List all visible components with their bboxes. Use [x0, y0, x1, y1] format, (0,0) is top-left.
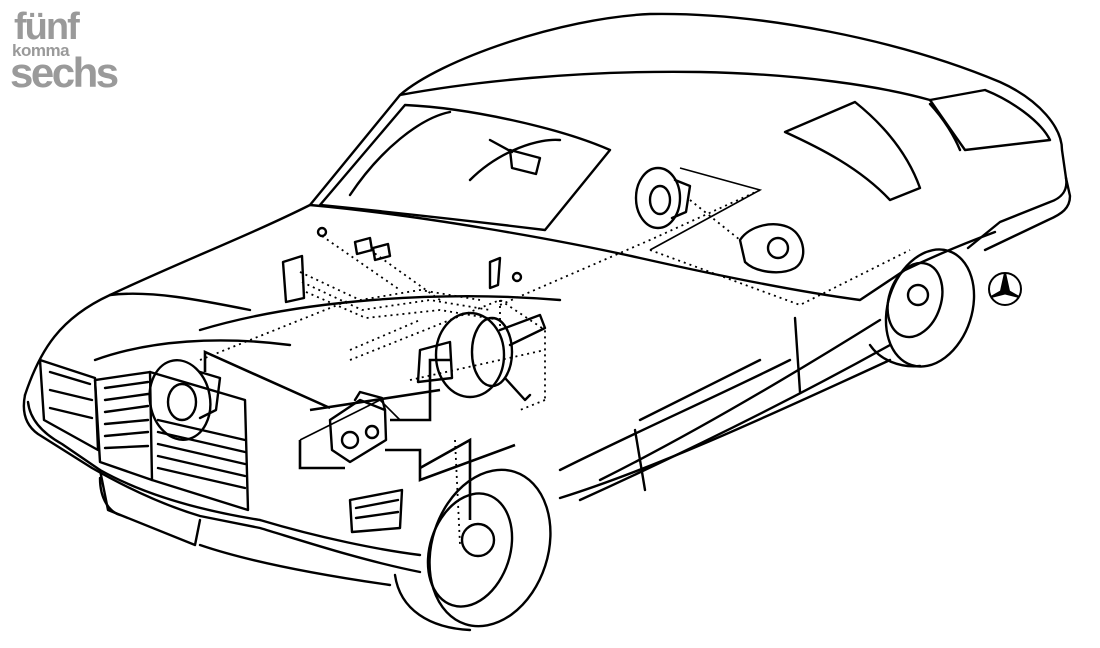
logo-word-3: sechs [10, 49, 119, 96]
rear-right-wheel [868, 248, 976, 368]
mercedes-star-icon [988, 272, 1022, 306]
brake-fluid-reservoir [281, 254, 306, 304]
brake-booster [416, 311, 547, 402]
logo-word-1: fünf [14, 6, 80, 48]
routing-lines [199, 189, 911, 546]
windshield [318, 103, 612, 232]
rear-window [928, 88, 1052, 152]
car-body-outline [22, 12, 1072, 574]
headlight-right [348, 488, 404, 534]
brake-light-switch [488, 256, 523, 290]
side-window [783, 100, 962, 202]
front-left-brake-disc [148, 359, 222, 441]
logo-word-2: komma [12, 41, 70, 60]
front-right-wheel [393, 468, 552, 632]
brake-lines [203, 349, 516, 520]
warning-lamps [316, 226, 392, 262]
headlight-left [38, 358, 100, 452]
brand-logo: fünf komma sechs [10, 6, 170, 96]
rear-left-brake-disc [634, 166, 692, 230]
hood-lines [93, 292, 292, 362]
front-grille [93, 370, 250, 512]
rearview-mirror [488, 138, 542, 176]
rear-brake-component [738, 223, 805, 274]
front-bumper [26, 400, 422, 587]
cutaway-panels [299, 167, 763, 441]
